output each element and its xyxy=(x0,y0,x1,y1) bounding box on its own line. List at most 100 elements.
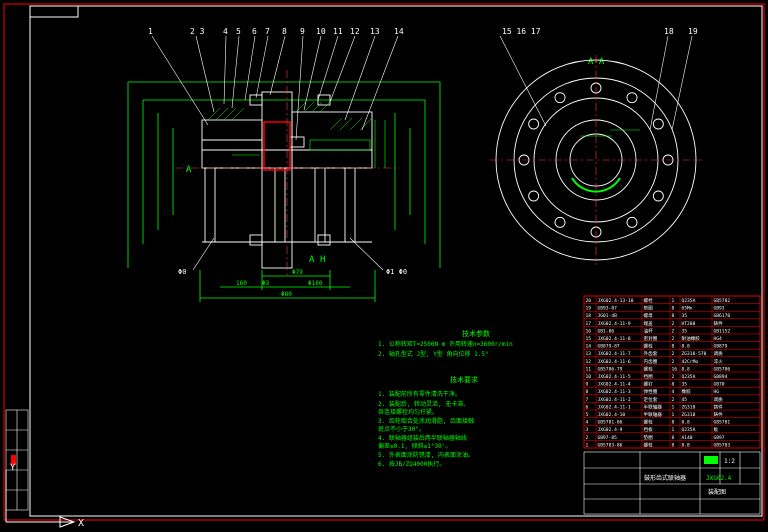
bom-cell: 2 xyxy=(672,359,675,365)
bom-cell: 15 xyxy=(586,336,592,342)
bom-cell: 8.8 xyxy=(682,420,691,426)
bom-cell: GB5786-79 xyxy=(598,366,623,372)
bom-cell: 板 xyxy=(714,426,719,433)
bom-cell: 16 xyxy=(672,366,678,372)
leader-lines xyxy=(151,35,693,271)
bom-cell: HG xyxy=(714,389,720,395)
bolt-hole xyxy=(626,92,638,104)
bom-cell: GB93 xyxy=(714,306,725,312)
bom-cell: JXG02.4-11-3 xyxy=(598,389,631,395)
bom-cell: GB70 xyxy=(714,382,725,388)
bom-cell: GB879-87 xyxy=(598,344,620,350)
bom-cell: 1 xyxy=(586,442,589,448)
bom-cell: 3 xyxy=(586,427,589,433)
bom-cell: GB894 xyxy=(714,374,728,380)
req-line-7: 偏差≤0.1, 倾斜≤1°30'。 xyxy=(378,442,451,450)
req-line-4: 3. 齿轮啮合处涂润滑脂, 齿面接触 xyxy=(378,417,474,425)
bom-cell: 14 xyxy=(586,344,592,350)
bom-cell: 35 xyxy=(682,382,688,388)
bom-cell: GB5783-86 xyxy=(598,442,623,448)
bom-cell: GB97 xyxy=(714,435,725,441)
bom-cell: 螺栓 xyxy=(644,343,654,350)
bom-cell: 2 xyxy=(672,336,675,342)
bom-cell: GB6170 xyxy=(714,313,731,319)
bom-cell: 密封圈 xyxy=(644,335,658,342)
bom-cell: 8 xyxy=(586,389,589,395)
bom-cell: 铸件 xyxy=(714,320,724,327)
keyway-highlight xyxy=(571,177,621,193)
balloon-8: 8 xyxy=(282,27,287,36)
tech-line-1: 1. 公称转矩T=2500N·m 许用转速n=3600r/min xyxy=(378,340,513,348)
bom-cell: GB879 xyxy=(714,344,728,350)
bolt-hole xyxy=(554,216,566,228)
req-line-3: 各连接螺栓均匀拧紧。 xyxy=(378,408,438,416)
bom-cell: GB97-85 xyxy=(598,435,618,441)
bom-cell: 弹性圈 xyxy=(644,388,658,395)
bom-cell: 油杯 xyxy=(644,327,654,334)
bom-cell: 挡板 xyxy=(644,426,654,433)
bom-cell: GB5781 xyxy=(714,420,731,426)
bom-cell: 65Mn xyxy=(682,306,693,312)
bom-cell: 9 xyxy=(586,382,589,388)
ucs-y-label: Y xyxy=(10,463,16,473)
bom-cell: JXG02.4-9 xyxy=(598,427,623,433)
req-line-2: 2. 装配后, 转动灵活, 无卡滞。 xyxy=(378,400,469,408)
bom-cell: 18 xyxy=(586,313,592,319)
bom-cell: GB5783 xyxy=(714,442,731,448)
tag-bottom-left: Φ0 xyxy=(178,268,186,276)
req-line-8: 5. 外表面涂防锈漆, 内表面涂油。 xyxy=(378,451,474,459)
bom-cell: 调质 xyxy=(714,396,724,403)
bom-cell: 16 xyxy=(586,328,592,334)
bom-cell: JXG02.4-11-2 xyxy=(598,397,631,403)
bom-cell: 8.8 xyxy=(682,344,691,350)
bom-cell: GB1-86 xyxy=(598,328,615,334)
tech-line-2: 2. 轴孔型式 J型, Y型 角向位移 1.5° xyxy=(378,350,489,358)
bom-cell: 2 xyxy=(672,321,675,327)
dim-small: Φ3 xyxy=(262,280,270,287)
bom-cell: 螺母 xyxy=(644,312,654,319)
bom-cell: 11 xyxy=(586,366,592,372)
req-line-1: 1. 装配前所有零件清洗干净。 xyxy=(378,390,461,398)
bom-cell: JXG02.4-13-10 xyxy=(598,298,634,304)
balloon-18: 18 xyxy=(664,27,674,36)
bom-cell: 1 xyxy=(672,412,675,418)
bom-cell: GB93-87 xyxy=(598,306,618,312)
bom-cell: 2 xyxy=(672,374,675,380)
bom-cell: Q235A xyxy=(682,427,696,433)
req-line-5: 斑点不小于30°。 xyxy=(378,425,425,433)
bom-cell: GB5781-86 xyxy=(598,420,623,426)
bom-cell: 8 xyxy=(672,344,675,350)
balloon-19: 19 xyxy=(688,27,698,36)
ucs-x-label: X xyxy=(78,518,84,529)
bom-cell: JXG02.4-11-4 xyxy=(598,382,631,388)
balloon-6: 6 xyxy=(252,27,257,36)
balloon-10: 10 xyxy=(316,27,326,36)
title-block: 鼓形齿式联轴器 JXG02.4 1:2 装配图 xyxy=(583,451,761,515)
title-material: 装配图 xyxy=(708,488,726,496)
bolt-hole xyxy=(652,118,664,130)
bom-cell: 6 xyxy=(586,404,589,410)
bom-cell: ZG310-570 xyxy=(682,351,707,357)
bom-cell: HT200 xyxy=(682,321,696,327)
bom-cell: 垫圈 xyxy=(644,434,654,441)
bom-cell: 35 xyxy=(682,328,688,334)
bolt-hole xyxy=(528,118,540,130)
ucs-icon xyxy=(5,470,76,528)
dim-overall: Φ80 xyxy=(281,291,292,298)
tech-params-title: 技术参数 xyxy=(462,329,490,338)
bom-cell: 12 xyxy=(586,359,592,365)
balloon-13: 13 xyxy=(370,27,380,36)
bom-cell: 8 xyxy=(672,435,675,441)
bom-cell: 外齿套 xyxy=(644,350,658,357)
bom-cell: HG4 xyxy=(714,336,723,342)
bom-cell: 35 xyxy=(682,313,688,319)
bom-cell: JXG02.4-11-6 xyxy=(598,359,631,365)
bolt-hole xyxy=(626,216,638,228)
balloon-4: 4 xyxy=(223,27,228,36)
bom-cell: 铸件 xyxy=(714,403,724,410)
section-mark-a-bottom: A xyxy=(309,255,315,265)
bom-cell: 13 xyxy=(586,351,592,357)
balloon-1: 1 xyxy=(148,27,153,36)
